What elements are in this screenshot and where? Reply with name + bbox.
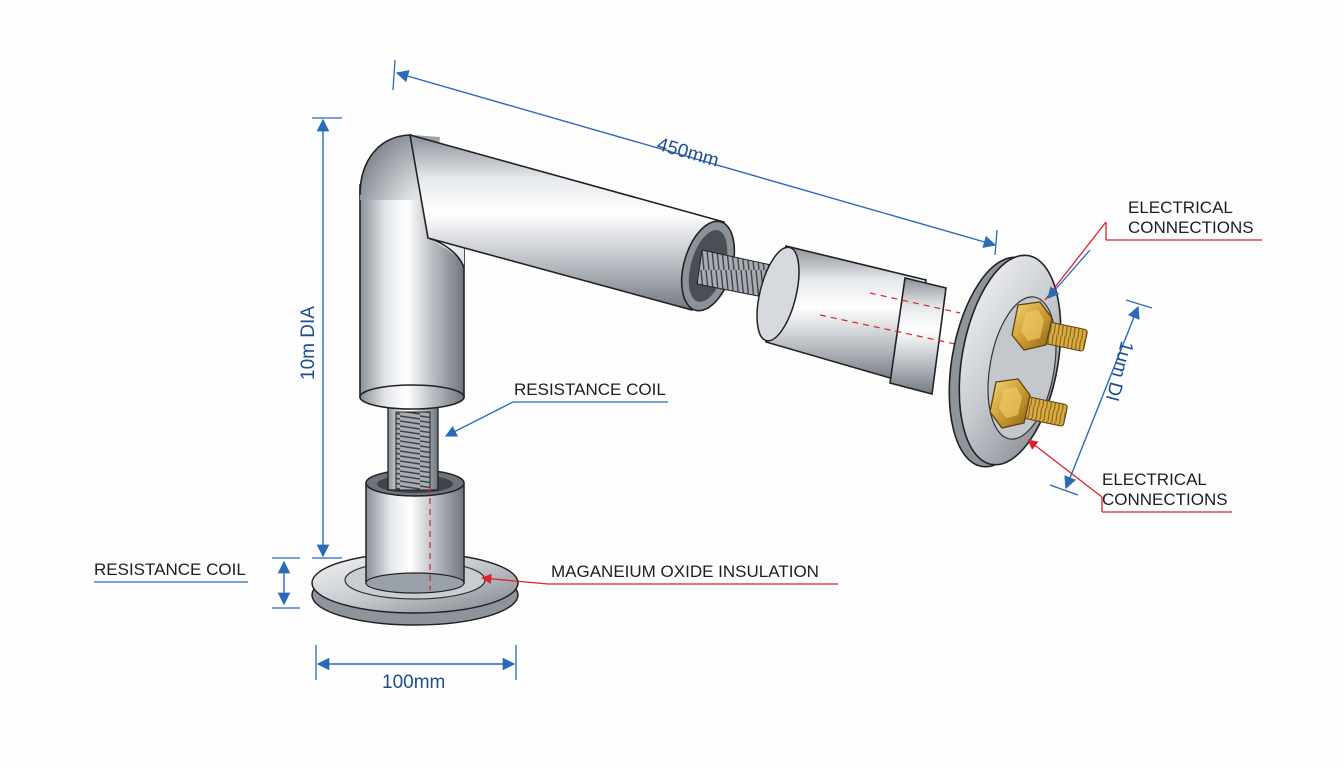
leader-electrical-top xyxy=(1044,221,1262,301)
dimension-flange-thickness xyxy=(272,557,300,609)
dimension-height xyxy=(312,117,342,559)
label-resistance-coil-base: RESISTANCE COIL xyxy=(94,560,246,579)
label-height-dia: 10m DIA xyxy=(298,306,319,380)
terminal-tube xyxy=(756,245,961,396)
dimension-terminal xyxy=(1049,299,1153,496)
leader-electrical-bottom xyxy=(1027,439,1232,513)
label-100mm: 100mm xyxy=(382,672,446,693)
terminal-flange xyxy=(948,254,1062,468)
label-resistance-coil-middle: RESISTANCE COIL xyxy=(514,380,666,399)
dimension-450mm xyxy=(392,59,998,256)
leader-resistance-coil-middle xyxy=(444,401,668,437)
label-electrical-top: ELECTRICAL CONNECTIONS xyxy=(1128,198,1254,237)
label-insulation: MAGANEIUM OXIDE INSULATION xyxy=(551,562,819,581)
vertical-resistance-coil xyxy=(387,399,439,491)
dimension-100mm xyxy=(315,645,517,680)
lower-terminal xyxy=(989,378,1068,429)
label-electrical-bottom: ELECTRICAL CONNECTIONS xyxy=(1102,470,1228,509)
leader-insulation xyxy=(480,573,838,585)
